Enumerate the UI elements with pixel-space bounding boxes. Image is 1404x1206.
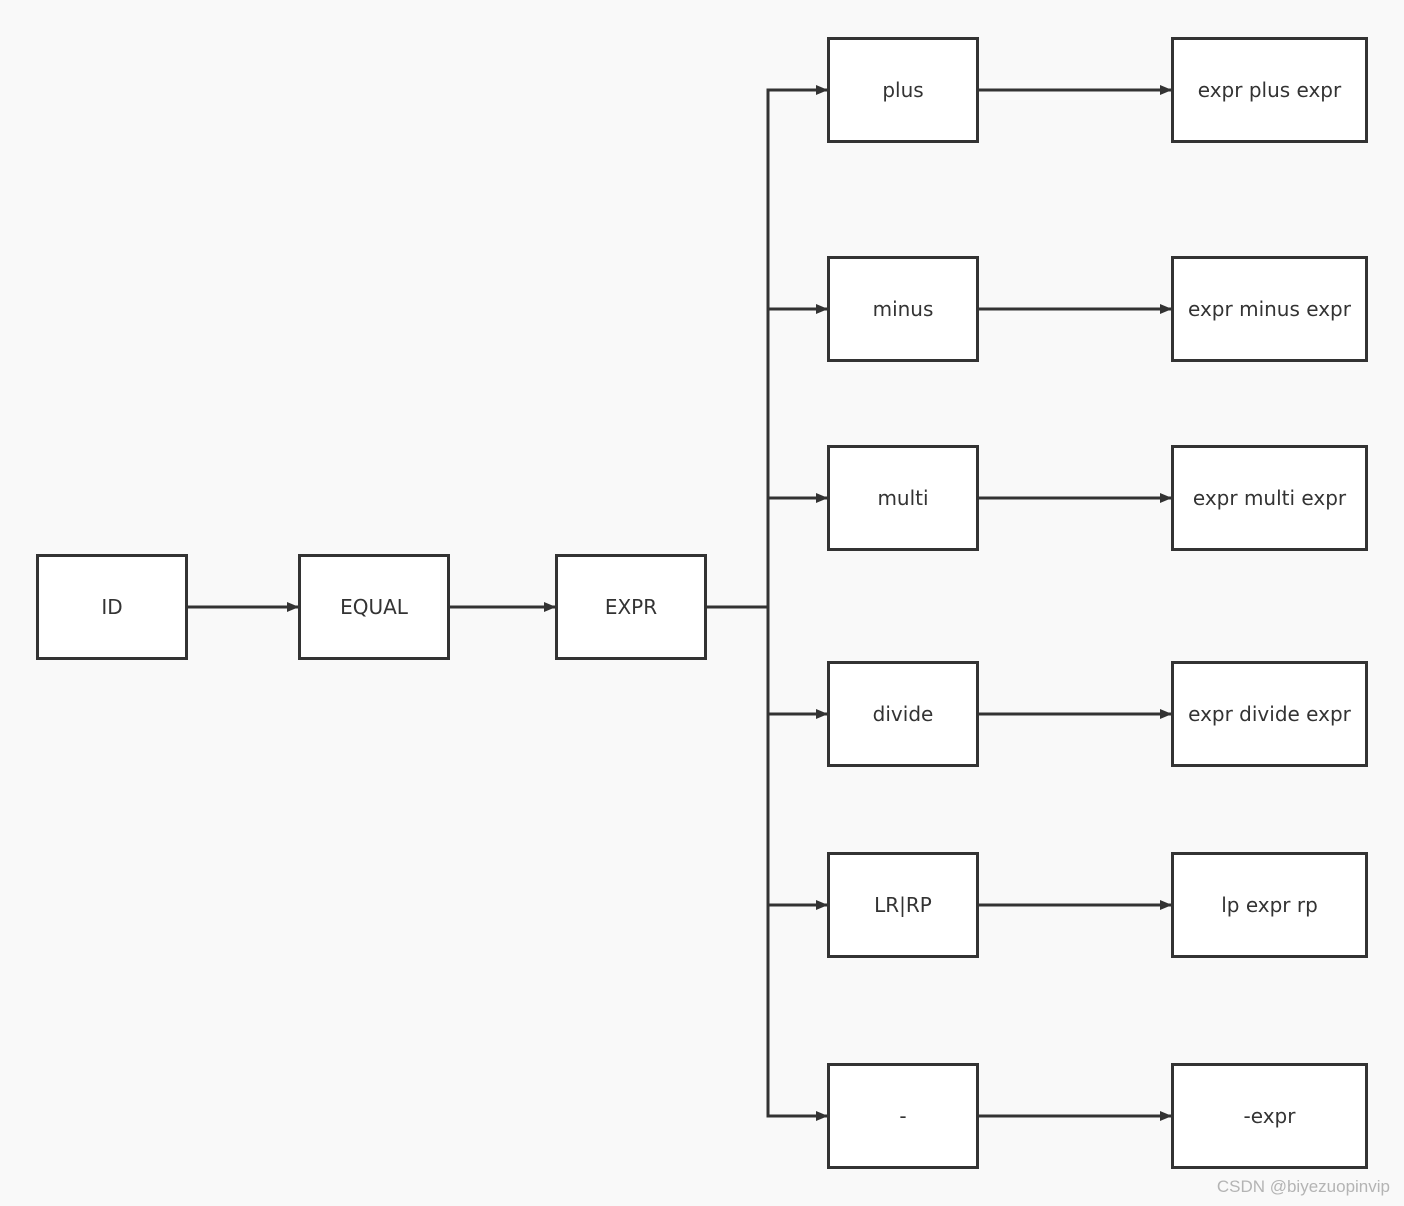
node-equal: EQUAL bbox=[298, 554, 450, 660]
node-paren-rule-label: lp expr rp bbox=[1221, 893, 1318, 917]
edge-expr-to-neg bbox=[707, 605, 828, 1121]
node-minus-rule-label: expr minus expr bbox=[1188, 297, 1351, 321]
node-plus-rule: expr plus expr bbox=[1171, 37, 1368, 143]
node-equal-label: EQUAL bbox=[340, 595, 408, 619]
node-paren-label: LR|RP bbox=[874, 893, 932, 917]
node-paren-rule: lp expr rp bbox=[1171, 852, 1368, 958]
node-plus-label: plus bbox=[882, 78, 924, 102]
node-minus: minus bbox=[827, 256, 979, 362]
node-minus-label: minus bbox=[872, 297, 934, 321]
node-expr-label: EXPR bbox=[604, 595, 658, 619]
node-divide-label: divide bbox=[872, 702, 934, 726]
node-neg-rule-label: -expr bbox=[1243, 1104, 1296, 1128]
node-divide-rule: expr divide expr bbox=[1171, 661, 1368, 767]
node-minus-rule: expr minus expr bbox=[1171, 256, 1368, 362]
node-paren: LR|RP bbox=[827, 852, 979, 958]
node-neg-rule: -expr bbox=[1171, 1063, 1368, 1169]
node-multi-rule-label: expr multi expr bbox=[1192, 486, 1347, 510]
watermark: CSDN @biyezuopinvip bbox=[1216, 1177, 1390, 1196]
node-multi-rule: expr multi expr bbox=[1171, 445, 1368, 551]
node-multi-label: multi bbox=[877, 486, 929, 510]
node-id: ID bbox=[36, 554, 188, 660]
node-neg-label: - bbox=[899, 1104, 907, 1128]
node-multi: multi bbox=[827, 445, 979, 551]
node-neg: - bbox=[827, 1063, 979, 1169]
node-divide-rule-label: expr divide expr bbox=[1188, 702, 1351, 726]
node-divide: divide bbox=[827, 661, 979, 767]
node-id-label: ID bbox=[101, 595, 123, 619]
node-expr: EXPR bbox=[555, 554, 707, 660]
node-plus-rule-label: expr plus expr bbox=[1197, 78, 1342, 102]
node-plus: plus bbox=[827, 37, 979, 143]
edge-expr-to-multi bbox=[707, 493, 828, 609]
